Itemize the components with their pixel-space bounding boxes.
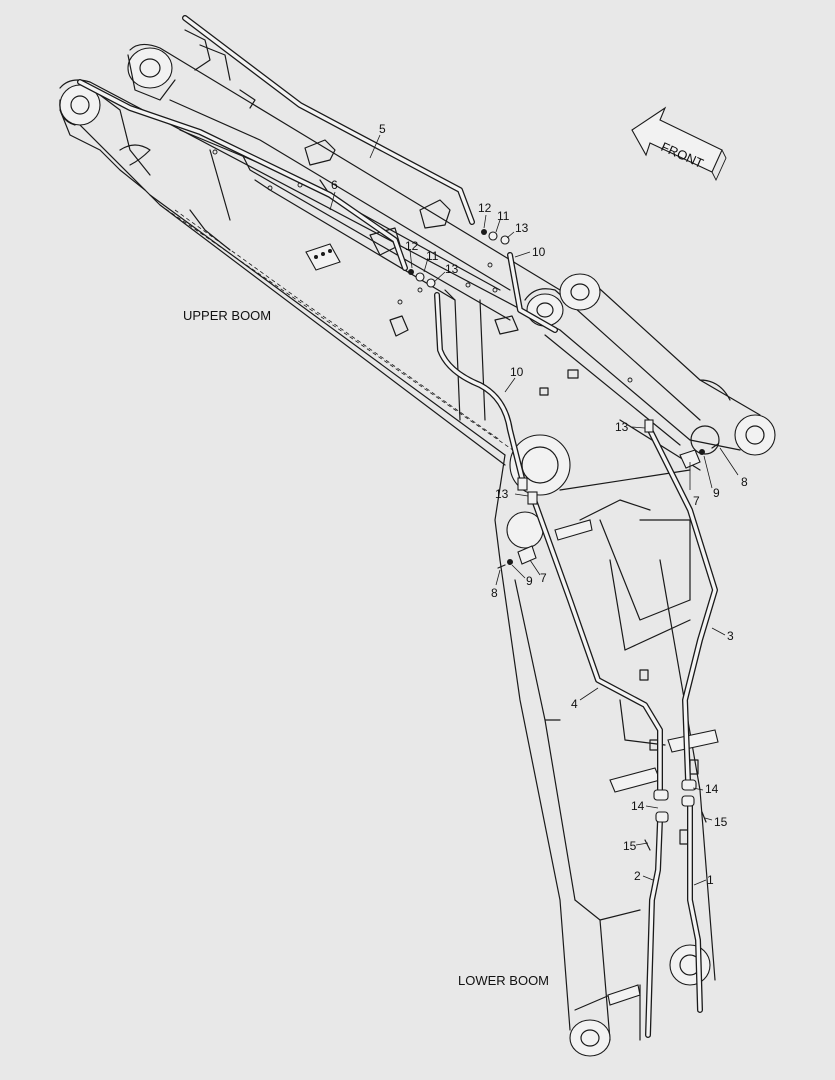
leader-lines [329, 134, 739, 886]
part-label-12b: 12 [405, 239, 419, 253]
lower-boom-label: LOWER BOOM [458, 973, 549, 988]
part-label-15a: 15 [714, 815, 728, 829]
hose-10-lower [434, 292, 525, 481]
front-arrow [631, 106, 727, 182]
part-label-7b: 7 [540, 571, 547, 585]
part-label-9b: 9 [526, 574, 533, 588]
part-label-13c: 13 [615, 420, 629, 434]
part-label-11a: 11 [497, 209, 510, 223]
part-label-10b: 10 [510, 365, 524, 379]
part-label-11b: 11 [426, 249, 439, 263]
part-label-9a: 9 [713, 486, 720, 500]
part-label-10a: 10 [532, 245, 546, 259]
upper-boom-label: UPPER BOOM [183, 308, 271, 323]
upper-boom-structure [59, 29, 633, 466]
part-label-6: 6 [331, 178, 338, 192]
part-label-8b: 8 [491, 586, 498, 600]
part-label-4: 4 [571, 697, 578, 711]
part-label-2: 2 [634, 869, 641, 883]
part-label-7a: 7 [693, 494, 700, 508]
pipe-5 [182, 15, 475, 225]
part-label-5: 5 [379, 122, 386, 136]
hose-10-upper [507, 252, 558, 333]
part-label-13b: 13 [445, 262, 459, 276]
part-label-1: 1 [707, 873, 714, 887]
part-label-3: 3 [727, 629, 734, 643]
pipe-1 [687, 802, 703, 1013]
part-label-14a: 14 [705, 782, 719, 796]
pipe-4 [531, 497, 663, 793]
part-label-13d: 13 [495, 487, 509, 501]
part-label-13a: 13 [515, 221, 529, 235]
pipe-6 [77, 79, 408, 271]
pipe-2 [645, 817, 663, 1038]
pipe-3 [647, 427, 718, 783]
part-label-15b: 15 [623, 839, 637, 853]
fittings [408, 229, 719, 851]
part-label-12a: 12 [478, 201, 492, 215]
part-label-8a: 8 [741, 475, 748, 489]
part-label-14b: 14 [631, 799, 645, 813]
